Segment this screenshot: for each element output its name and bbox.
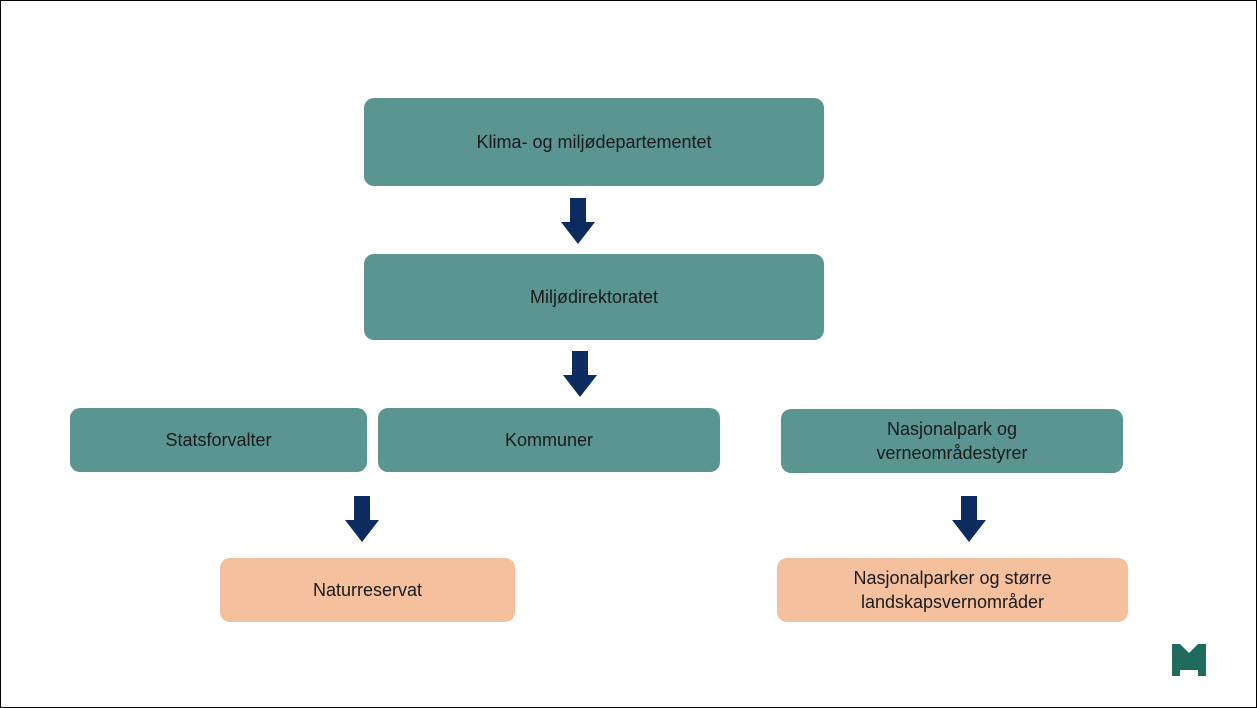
node-nature-reserve: Naturreservat <box>220 558 515 622</box>
node-directorate-label: Miljødirektoratet <box>529 287 659 307</box>
m-logo-icon <box>1172 644 1206 676</box>
node-boards-label: Nasjonalpark og verneområdestyrer <box>876 419 1028 463</box>
node-boards: Nasjonalpark og verneområdestyrer <box>781 409 1123 473</box>
arrow-down-icon <box>561 198 595 244</box>
node-ministry: Klima- og miljødepartementet <box>364 98 824 186</box>
node-national-parks-label: Nasjonalparker og større landskapsvernom… <box>853 568 1052 612</box>
arrow-down-icon <box>345 496 379 542</box>
node-ministry-label: Klima- og miljødepartementet <box>476 132 712 152</box>
node-national-parks: Nasjonalparker og større landskapsvernom… <box>777 558 1128 622</box>
node-nature-reserve-label: Naturreservat <box>312 580 423 600</box>
node-directorate: Miljødirektoratet <box>364 254 824 340</box>
node-municipalities: Kommuner <box>378 408 720 472</box>
node-municipalities-label: Kommuner <box>504 430 594 450</box>
arrow-down-icon <box>563 351 597 397</box>
node-county-governor: Statsforvalter <box>70 408 367 472</box>
arrow-down-icon <box>952 496 986 542</box>
node-county-governor-label: Statsforvalter <box>165 430 272 450</box>
